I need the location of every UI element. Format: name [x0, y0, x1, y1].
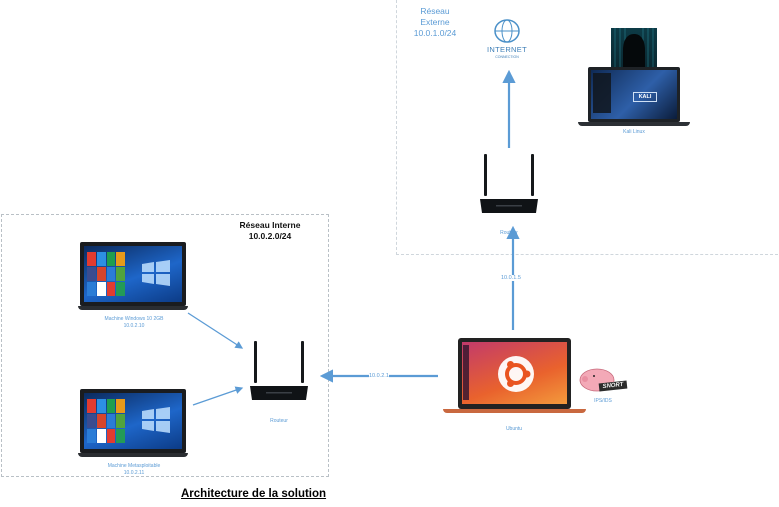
router-internal-label: Routeur [270, 418, 288, 424]
metasploitable-screen [84, 393, 182, 449]
external-network-name: Réseau Externe [420, 6, 450, 27]
router-icon [480, 154, 538, 213]
internet-logo-text: INTERNET [487, 45, 527, 54]
external-network-zone [396, 0, 778, 255]
metasploitable-machine-ip: 10.0.2.11 [123, 469, 145, 476]
link-label-external: 10.0.1.5 [501, 275, 521, 281]
windows-machine-ip: 10.0.2.10 [123, 322, 145, 329]
arrow-windows-to-router [187, 312, 244, 349]
internet-logo-subtext: CONNECTION [495, 55, 519, 59]
internet-node: INTERNET CONNECTION [484, 18, 530, 62]
windows-logo-icon [142, 260, 170, 286]
metasploitable-laptop [78, 389, 190, 459]
windows-screen [84, 246, 182, 302]
internal-network-subnet: 10.0.2.0/24 [248, 231, 292, 241]
windows-label: Machine Windows 10 2GB 10.0.2.10 [82, 316, 186, 329]
snort-label: IPS/IDS [594, 398, 612, 404]
ubuntu-screen [462, 342, 567, 404]
router-internal [248, 340, 310, 402]
internal-network-zone [1, 214, 329, 477]
windows-machine-name: Machine Windows 10 2GB [104, 316, 164, 322]
diagram-caption: Architecture de la solution [181, 488, 327, 500]
router-external [478, 153, 540, 215]
kali-screen: KALI [591, 70, 677, 119]
link-label-internal: 10.0.2.1 [369, 373, 389, 379]
kali-screen-text: KALI [633, 92, 657, 102]
external-network-subnet: 10.0.1.0/24 [413, 28, 457, 38]
external-network-title: Réseau Externe 10.0.1.0/24 [405, 6, 465, 39]
windows-laptop [78, 242, 190, 312]
internal-network-title: Réseau Interne 10.0.2.0/24 [232, 220, 308, 242]
globe-icon [494, 19, 520, 43]
metasploitable-machine-name: Machine Metasploitable [107, 463, 161, 469]
kali-laptop: KALI [578, 67, 690, 127]
router-external-label: Routeur [500, 230, 518, 236]
router-icon [250, 341, 308, 400]
ubuntu-logo-icon [498, 356, 534, 392]
snort-logo: SNORT [577, 365, 629, 395]
metasploitable-label: Machine Metasploitable 10.0.2.11 [82, 463, 186, 476]
hooded-hacker-icon [614, 28, 654, 68]
internal-network-name: Réseau Interne [239, 220, 301, 230]
windows-logo-icon [142, 407, 170, 433]
ubuntu-label: Ubuntu [505, 426, 523, 432]
kali-label: Kali Linux [623, 129, 645, 135]
ubuntu-laptop [443, 338, 586, 414]
hacker-image [611, 28, 657, 68]
arrow-metasploitable-to-router [192, 386, 244, 406]
